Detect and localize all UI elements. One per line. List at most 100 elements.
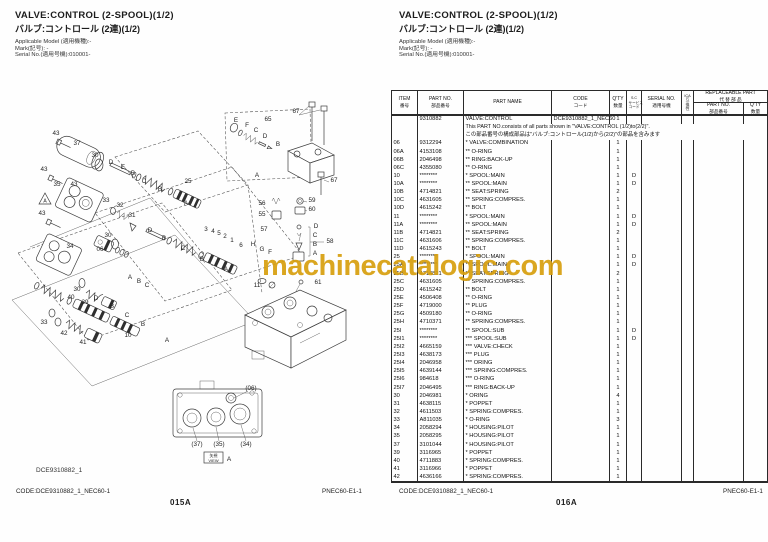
qty-cell: 1 bbox=[609, 164, 627, 173]
serial-cell bbox=[641, 359, 682, 368]
page-title-jp: バルブ:コントロール (2連)(1/2) bbox=[399, 24, 525, 34]
part-no-cell: 4355080 bbox=[417, 164, 464, 173]
qty-cell: 1 bbox=[609, 327, 627, 336]
item-cell: 32 bbox=[391, 408, 418, 417]
serial-cell bbox=[641, 245, 682, 254]
ica-cell bbox=[681, 375, 694, 385]
serial-no: Serial No.(適用号機):010001- bbox=[15, 52, 91, 59]
part-no-cell: 4636166 bbox=[417, 473, 464, 482]
repl-part-cell bbox=[693, 139, 744, 148]
sc-cell bbox=[626, 318, 642, 328]
repl-part-cell bbox=[693, 441, 744, 450]
part-no-cell: ******** bbox=[417, 335, 464, 344]
repl-qty-cell bbox=[742, 408, 768, 417]
ica-cell bbox=[681, 294, 694, 303]
serial-cell bbox=[641, 204, 682, 214]
diagram-callout: C bbox=[142, 178, 147, 185]
sc-cell bbox=[626, 432, 642, 441]
part-no-cell: 4509180 bbox=[417, 310, 464, 319]
sc-cell: D bbox=[626, 327, 642, 336]
serial-cell bbox=[641, 229, 682, 238]
sc-cell bbox=[626, 270, 642, 279]
serial-cell bbox=[641, 351, 682, 360]
qty-cell: 1 bbox=[609, 253, 627, 262]
part-no-cell: 2046981 bbox=[417, 392, 464, 401]
repl-part-cell bbox=[693, 237, 744, 246]
qty-cell: 1 bbox=[609, 245, 627, 254]
part-name-cell: ** PLUG bbox=[463, 302, 552, 311]
note-cell: この部品番号の構成部品は"バルブ:コントロール(1/2)から(2/2)"の部品を… bbox=[462, 131, 768, 140]
diagram-callout: 40 bbox=[67, 294, 75, 301]
repl-part-cell bbox=[693, 115, 744, 124]
item-cell: 25F bbox=[391, 302, 418, 311]
repl-qty-cell bbox=[742, 432, 768, 441]
repl-qty-cell bbox=[742, 278, 768, 287]
diagram-callout: 33 bbox=[102, 197, 110, 204]
serial-cell bbox=[641, 213, 682, 222]
qty-cell: 3 bbox=[609, 416, 627, 425]
item-cell: 25I2 bbox=[391, 343, 418, 352]
part-no-cell: 4615242 bbox=[417, 286, 464, 295]
repl-part-cell bbox=[693, 172, 744, 181]
repl-part-cell bbox=[693, 156, 744, 165]
part-name-cell: *** VALVE:CHECK bbox=[463, 343, 552, 352]
sc-cell bbox=[626, 196, 642, 205]
serial-cell bbox=[641, 188, 682, 197]
code-cell bbox=[551, 213, 610, 222]
part-no-cell: 4615243 bbox=[417, 245, 464, 254]
repl-part-cell bbox=[693, 359, 744, 368]
code-cell bbox=[551, 457, 610, 466]
item-cell: 25I bbox=[391, 327, 418, 336]
figure-id: DCE9310882_1 bbox=[36, 467, 83, 474]
diagram-callout: 4 bbox=[211, 228, 215, 235]
left-page-header: VALVE:CONTROL (2-SPOOL)(1/2) バルブ:コントロール … bbox=[15, 10, 174, 59]
diagram-callout: E bbox=[234, 117, 238, 124]
part-no-cell: 4719000 bbox=[417, 302, 464, 311]
qty-cell: 1 bbox=[609, 367, 627, 376]
diagram-callout: 43 bbox=[70, 181, 78, 188]
sc-cell bbox=[626, 139, 642, 148]
page-title-jp: バルブ:コントロール (2連)(1/2) bbox=[15, 24, 141, 34]
part-no-cell: 9312294 bbox=[417, 139, 464, 148]
code-cell bbox=[551, 147, 610, 157]
item-cell: 10C bbox=[391, 196, 418, 205]
item-cell: 10 bbox=[391, 172, 418, 181]
qty-cell: 1 bbox=[609, 196, 627, 205]
qty-cell: 1 bbox=[609, 351, 627, 360]
repl-qty-cell bbox=[742, 327, 768, 336]
repl-qty-cell bbox=[742, 375, 768, 385]
ica-cell bbox=[681, 115, 694, 124]
part-no-cell: 4714821 bbox=[417, 188, 464, 197]
part-name-cell: ** SPOOL:SUB bbox=[463, 327, 552, 336]
diagram-callout: 41 bbox=[79, 339, 87, 346]
qty-cell: 4 bbox=[609, 392, 627, 401]
serial-cell bbox=[641, 237, 682, 246]
part-no-cell: 3116966 bbox=[417, 465, 464, 474]
serial-cell bbox=[641, 416, 682, 425]
item-cell: 25I7 bbox=[391, 384, 418, 393]
item-cell: 25H bbox=[391, 318, 418, 328]
col-serial: SERIAL NO.適用号機 bbox=[641, 90, 682, 116]
page-title: VALVE:CONTROL (2-SPOOL)(1/2) bbox=[399, 10, 558, 21]
diagram-callout: 31 bbox=[128, 212, 136, 219]
repl-part-cell bbox=[693, 473, 744, 482]
code-cell bbox=[551, 261, 610, 271]
qty-cell: 1 bbox=[609, 449, 627, 458]
code-cell bbox=[551, 278, 610, 287]
repl-part-cell bbox=[693, 253, 744, 262]
item-cell bbox=[391, 115, 418, 124]
ica-cell bbox=[681, 286, 694, 295]
part-no-cell: 4711883 bbox=[417, 457, 464, 466]
part-no-cell: 4638115 bbox=[417, 400, 464, 409]
diagram-callout: A bbox=[313, 250, 318, 257]
ica-cell bbox=[681, 408, 694, 417]
ica-cell bbox=[681, 237, 694, 246]
item-cell: 25C bbox=[391, 278, 418, 287]
